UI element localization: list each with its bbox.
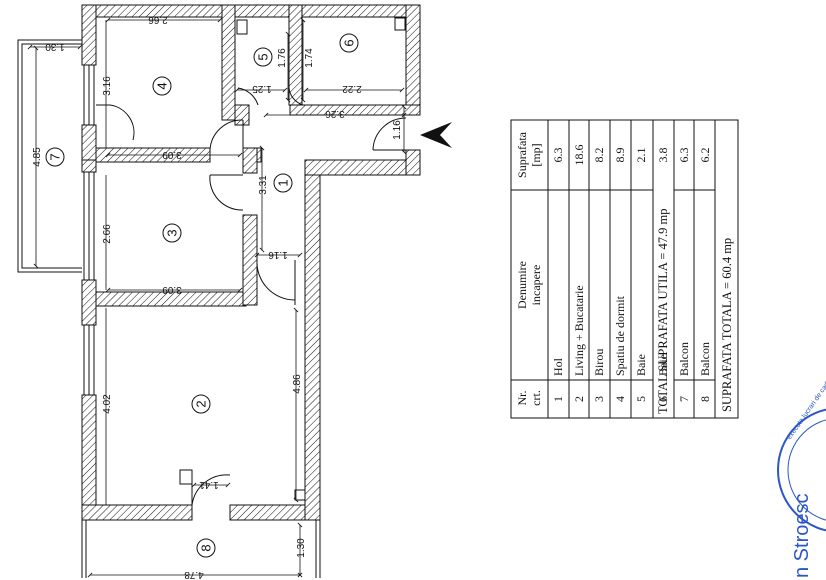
balcony-7 xyxy=(17,39,82,273)
row-1-nr: 1 xyxy=(551,396,565,402)
dim-222: 2.22 xyxy=(342,83,362,94)
row-2-name: Living + Bucatarie xyxy=(572,285,586,376)
room-label-6: 6 xyxy=(342,39,357,46)
row-4-area: 8.9 xyxy=(613,148,627,163)
dim-309-a: 3.09 xyxy=(162,149,182,160)
row-2-area: 18.6 xyxy=(572,145,586,166)
dim-116-right: 1.16 xyxy=(392,120,403,140)
dim-326: 3.26 xyxy=(325,108,345,119)
dim-316: 3.16 xyxy=(102,76,113,96)
row-2-nr: 2 xyxy=(572,396,586,402)
room-label-7: 7 xyxy=(48,153,63,160)
fixtures xyxy=(179,17,406,501)
dim-130-bottom: 1.30 xyxy=(296,538,307,558)
header-nr-1: Nr. xyxy=(515,391,529,406)
dim-485: 4.85 xyxy=(32,147,43,167)
dim-266-left: 2.66 xyxy=(102,224,113,244)
row-8-name: Balcon xyxy=(698,342,712,376)
row-3-name: Birou xyxy=(592,349,606,376)
dim-478: 4.78 xyxy=(184,569,204,580)
row-8-nr: 8 xyxy=(698,396,712,402)
area-table-text: Nr. crt. Denumire incapere Suprafata [mp… xyxy=(515,131,734,414)
windows xyxy=(83,64,95,396)
total-area: SUPRAFATA TOTALA = 60.4 mp xyxy=(720,238,734,412)
dimension-texts: 2.66 1.30 3.16 1.76 1.74 1.25 2.22 3.26 … xyxy=(32,14,403,580)
area-table xyxy=(510,119,739,419)
row-5-nr: 5 xyxy=(634,396,648,402)
dim-402: 4.02 xyxy=(102,394,113,414)
row-5-name: Baie xyxy=(634,354,648,376)
row-4-nr: 4 xyxy=(613,396,627,402)
total-util: TOTAL SUPRAFATA UTILA = 47.9 mp xyxy=(656,208,670,414)
dim-125: 1.25 xyxy=(252,83,272,94)
room-markers xyxy=(45,33,359,558)
room-label-8: 8 xyxy=(199,544,214,551)
dim-266-top: 2.66 xyxy=(148,14,168,25)
dim-130-top: 1.30 xyxy=(45,41,65,52)
room-labels: 1 2 3 4 5 6 7 8 xyxy=(48,39,357,551)
header-name-1: Denumire xyxy=(515,261,529,309)
doors xyxy=(96,87,407,506)
row-6-name: Baie xyxy=(656,354,670,376)
dimension-lines xyxy=(27,17,407,578)
room-label-4: 4 xyxy=(155,82,170,89)
room-label-5: 5 xyxy=(256,53,271,60)
dim-176: 1.76 xyxy=(277,48,288,68)
row-7-area: 6.3 xyxy=(677,148,691,163)
row-6-area: 3.8 xyxy=(656,148,670,163)
row-7-nr: 7 xyxy=(677,396,691,402)
room-label-2: 2 xyxy=(194,400,209,407)
header-name-2: incapere xyxy=(529,265,543,306)
row-8-area: 6.2 xyxy=(698,148,712,163)
row-5-area: 2.1 xyxy=(634,148,648,163)
balcony-8 xyxy=(81,520,321,578)
dim-141: 1.41 xyxy=(199,479,219,490)
row-6-nr: 6 xyxy=(656,396,670,402)
walls xyxy=(81,4,421,521)
row-3-nr: 3 xyxy=(592,396,606,402)
header-area-1: Suprafata xyxy=(515,131,529,178)
dim-116-mid: 1.16 xyxy=(268,249,288,260)
dim-331: 3.31 xyxy=(258,175,269,195)
row-3-area: 8.2 xyxy=(592,148,606,163)
header-nr-2: crt. xyxy=(529,390,543,406)
row-1-area: 6.3 xyxy=(551,148,565,163)
entrance-arrow-icon xyxy=(420,122,452,148)
header-area-2: [mp] xyxy=(529,143,543,166)
room-label-1: 1 xyxy=(276,179,291,186)
row-1-name: Hol xyxy=(551,357,565,376)
signature-stamp: executa lucrari de cadastru n Stroesc xyxy=(777,368,826,578)
dim-486: 4.86 xyxy=(292,374,303,394)
signature-name: n Stroesc xyxy=(791,494,813,578)
dim-309-b: 3.09 xyxy=(162,284,182,295)
row-7-name: Balcon xyxy=(677,342,691,376)
room-label-3: 3 xyxy=(165,229,180,236)
dim-174: 1.74 xyxy=(304,48,315,68)
row-4-name: Spatiu de dormit xyxy=(613,295,627,376)
